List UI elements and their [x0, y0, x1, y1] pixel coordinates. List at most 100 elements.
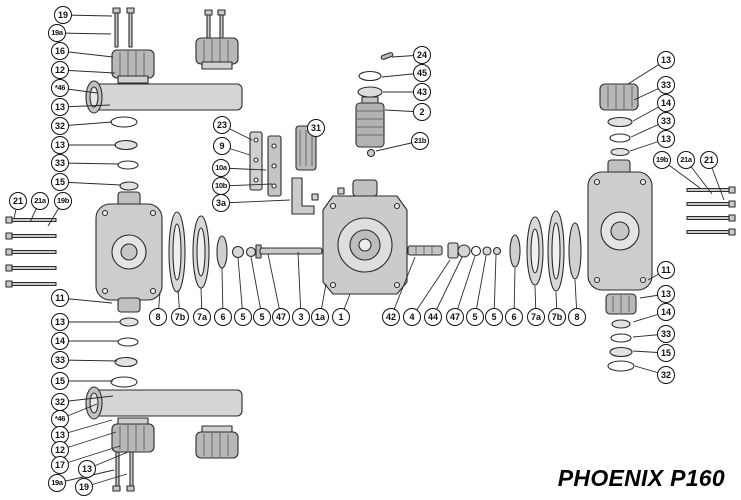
callout-7b: 7b	[171, 308, 189, 326]
callout-33: 33	[657, 112, 675, 130]
callout-43: 43	[413, 83, 431, 101]
callout-14: 14	[51, 332, 69, 350]
fastener-bolts-bottom-left	[112, 451, 135, 492]
right-shaft-hardware	[407, 242, 502, 259]
callout-46: *46	[51, 79, 69, 97]
callout-7b: 7b	[548, 308, 566, 326]
leader-line	[59, 181, 122, 186]
callout-45: 45	[413, 64, 431, 82]
leader-line	[297, 251, 302, 318]
leader-line	[220, 199, 291, 204]
fastener-bolts-top-left	[112, 7, 226, 48]
callout-33: 33	[51, 154, 69, 172]
leader-line	[59, 69, 116, 74]
callout-21a: 21a	[677, 151, 695, 169]
callout-8: 8	[568, 308, 586, 326]
callout-19b: 19b	[653, 151, 671, 169]
callout-7a: 7a	[527, 308, 545, 326]
callout-12: 12	[51, 61, 69, 79]
left-diaphragm-stack	[168, 211, 323, 293]
callout-33: 33	[657, 76, 675, 94]
callout-5: 5	[253, 308, 271, 326]
callout-47: 47	[446, 308, 464, 326]
callout-44: 44	[424, 308, 442, 326]
callout-3a: 3a	[212, 194, 230, 212]
callout-32: 32	[51, 117, 69, 135]
callout-5: 5	[485, 308, 503, 326]
callout-6: 6	[505, 308, 523, 326]
callout-21: 21	[700, 151, 718, 169]
callout-1: 1	[332, 308, 350, 326]
leader-line	[59, 162, 120, 165]
callout-24: 24	[413, 46, 431, 64]
callout-19a: 19a	[48, 24, 66, 42]
center-section-body	[322, 179, 408, 295]
leader-line	[432, 256, 463, 318]
callout-19: 19	[75, 478, 93, 496]
callout-5: 5	[466, 308, 484, 326]
leader-line	[411, 259, 451, 318]
callout-15: 15	[51, 372, 69, 390]
callout-10a: 10a	[212, 159, 230, 177]
callout-42: 42	[382, 308, 400, 326]
right-bottom-port-stack	[605, 293, 637, 372]
leader-line	[59, 431, 117, 451]
callout-33: 33	[51, 351, 69, 369]
callout-7a: 7a	[193, 308, 211, 326]
callout-13: 13	[78, 460, 96, 478]
callout-14: 14	[657, 94, 675, 112]
seal-ring-stack-bottom-left	[110, 317, 139, 388]
leader-line	[59, 445, 121, 466]
callout-11: 11	[51, 289, 69, 307]
leader-line	[250, 256, 263, 318]
bottom-left-manifold-assembly	[85, 386, 243, 459]
right-chamber-housing	[587, 159, 653, 291]
callout-14: 14	[657, 303, 675, 321]
callout-5: 5	[234, 308, 252, 326]
leader-line	[390, 256, 416, 318]
leader-line	[59, 359, 118, 362]
leader-line	[454, 255, 476, 318]
callout-6: 6	[214, 308, 232, 326]
right-diaphragm-stack	[509, 210, 582, 292]
callout-32: 32	[51, 393, 69, 411]
callout-21: 21	[9, 192, 27, 210]
leader-line	[237, 257, 244, 318]
leader-line	[267, 253, 282, 318]
leader-line	[56, 32, 112, 35]
air-valve-assembly	[355, 52, 394, 158]
fastener-bolts-right	[686, 186, 736, 236]
leader-line	[493, 254, 497, 318]
callout-13: 13	[51, 313, 69, 331]
callout-10b: 10b	[212, 177, 230, 195]
callout-17: 17	[51, 456, 69, 474]
callout-32: 32	[657, 366, 675, 384]
seal-ring-stack-top-left	[110, 116, 139, 191]
callout-47: 47	[272, 308, 290, 326]
callout-13: 13	[657, 285, 675, 303]
callout-33: 33	[657, 325, 675, 343]
callout-19a: 19a	[48, 474, 66, 492]
callout-13: 13	[657, 51, 675, 69]
callout-19: 19	[54, 6, 72, 24]
callout-11: 11	[657, 261, 675, 279]
callout-2: 2	[413, 103, 431, 121]
callout-46: *46	[51, 410, 69, 428]
callout-21a: 21a	[31, 192, 49, 210]
callout-3: 3	[292, 308, 310, 326]
callout-9: 9	[213, 137, 231, 155]
callout-16: 16	[51, 42, 69, 60]
callout-4: 4	[403, 308, 421, 326]
callout-31: 31	[307, 119, 325, 137]
callout-13: 13	[657, 130, 675, 148]
right-top-port-stack	[599, 83, 639, 157]
left-chamber-housing	[95, 191, 163, 313]
callout-8: 8	[149, 308, 167, 326]
callout-1a: 1a	[311, 308, 329, 326]
callout-23: 23	[213, 116, 231, 134]
callout-13: 13	[51, 136, 69, 154]
callout-19b: 19b	[54, 192, 72, 210]
